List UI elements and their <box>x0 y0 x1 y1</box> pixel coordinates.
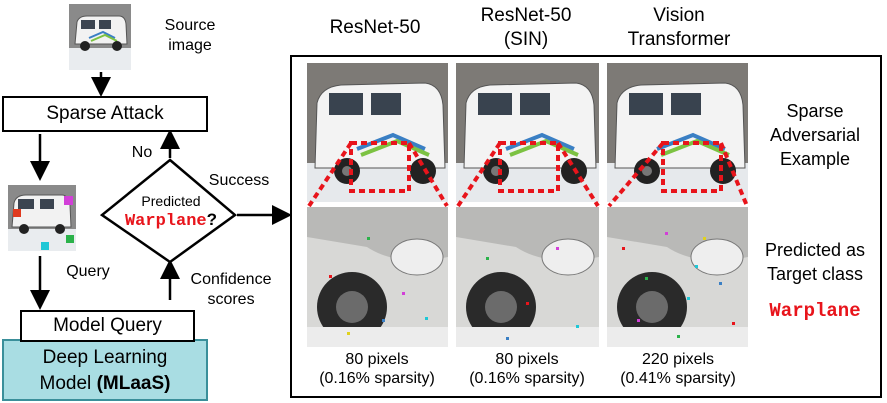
mlaas-line2-prefix: Model <box>39 373 97 394</box>
sparse-attack-label: Sparse Attack <box>46 103 164 124</box>
model-header-resnet50-sin: ResNet-50 (SIN) <box>480 5 572 50</box>
adv-example-resnet50 <box>307 63 448 202</box>
decision-label: Predicted Warplane? <box>108 193 234 233</box>
source-image-label: Source image <box>164 17 216 54</box>
success-label: Success <box>208 172 270 189</box>
results-panel <box>290 55 882 398</box>
adv-example-resnet50-sin <box>456 63 599 202</box>
decision-predicted-text: Predicted <box>141 193 201 209</box>
zoom-crop-vit <box>607 207 748 347</box>
zoom-crop-resnet50 <box>307 207 448 347</box>
mlaas-line1: Deep Learning <box>42 347 168 368</box>
query-label: Query <box>66 263 110 280</box>
sparse-adversarial-example-label: Sparse Adversarial Example <box>769 101 861 169</box>
decision-class-text: Warplane <box>124 212 207 231</box>
pipeline-arrows <box>30 72 292 310</box>
confidence-scores-label: Confidence scores <box>190 271 272 308</box>
model-header-vit: Vision Transformer <box>627 5 731 50</box>
model-query-label: Model Query <box>53 315 162 336</box>
caption-vit: 220 pixels (0.41% sparsity) <box>620 351 736 387</box>
decision-question-mark: ? <box>206 210 217 229</box>
mlaas-line2-bold: (MLaaS) <box>96 373 171 394</box>
model-query-box: Model Query <box>20 310 195 342</box>
adv-example-vit <box>607 63 748 202</box>
caption-resnet50-sin: 80 pixels (0.16% sparsity) <box>469 351 585 387</box>
source-image <box>69 4 131 70</box>
perturbed-image <box>8 185 76 251</box>
model-header-resnet50: ResNet-50 <box>329 17 421 38</box>
caption-resnet50: 80 pixels (0.16% sparsity) <box>319 351 435 387</box>
decision-diamond <box>99 158 238 264</box>
target-class-label: Warplane <box>769 300 861 322</box>
predicted-target-label: Predicted as Target class <box>764 240 866 284</box>
mlaas-model-box: Deep Learning Model (MLaaS) <box>2 339 208 401</box>
sparse-attack-box: Sparse Attack <box>2 96 208 132</box>
no-label: No <box>131 144 153 161</box>
zoom-crop-resnet50-sin <box>456 207 599 347</box>
